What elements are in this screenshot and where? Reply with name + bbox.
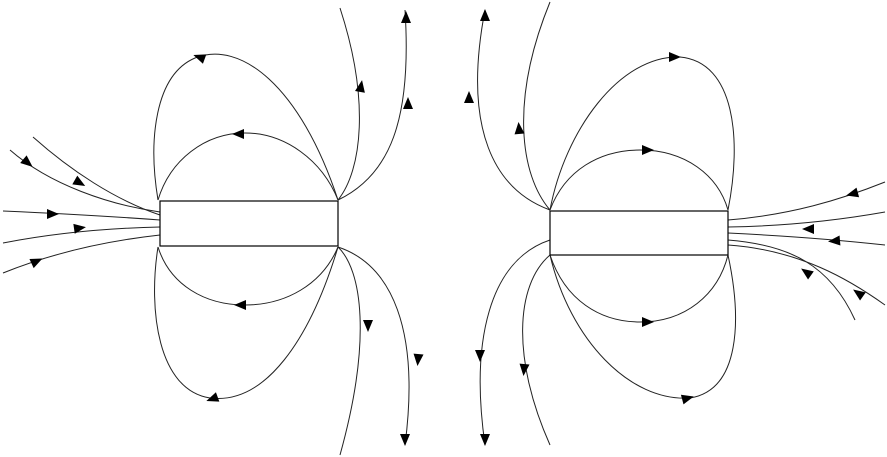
arrowhead-icon xyxy=(232,129,244,139)
left-bar-magnet xyxy=(159,200,339,247)
arrowhead-icon xyxy=(642,145,654,155)
left-up-line-2 xyxy=(337,9,407,201)
arrowhead-icon xyxy=(642,317,654,327)
left-in-line-2 xyxy=(32,136,161,216)
arrowhead-icon xyxy=(72,175,86,186)
right-out-line-2 xyxy=(727,211,886,228)
right-out-line-4 xyxy=(727,239,856,321)
left-outer-bottom-loop xyxy=(154,246,339,399)
arrowhead-icon xyxy=(680,394,694,405)
arrowhead-icon xyxy=(514,122,525,135)
left-outer-top-loop xyxy=(153,53,339,201)
left-inner-top-loop xyxy=(157,132,339,201)
left-down-line-2 xyxy=(337,246,410,446)
left-down-line-1 xyxy=(337,246,361,456)
arrowhead-icon xyxy=(828,235,841,246)
arrowhead-icon xyxy=(234,300,246,310)
arrowhead-icon xyxy=(480,9,490,21)
arrowhead-icon xyxy=(401,11,411,23)
arrowhead-icon xyxy=(20,155,33,167)
arrowhead-icon xyxy=(206,392,220,402)
right-out-line-5 xyxy=(727,244,886,306)
arrowhead-icon xyxy=(403,97,413,109)
right-bar-magnet xyxy=(549,210,729,256)
arrowhead-icon xyxy=(802,224,814,234)
arrowhead-icon xyxy=(519,363,530,376)
left-inner-bottom-loop xyxy=(157,246,339,306)
left-in-line-5 xyxy=(2,234,161,274)
arrowhead-icon xyxy=(464,91,474,103)
right-up-line-2 xyxy=(477,9,551,211)
right-up-line-1 xyxy=(523,1,551,211)
arrowhead-icon xyxy=(29,258,43,269)
left-in-line-3 xyxy=(2,210,161,221)
arrowhead-icon xyxy=(853,289,866,301)
arrowhead-icon xyxy=(73,223,86,234)
right-inner-top-loop xyxy=(549,149,729,211)
arrowhead-icon xyxy=(480,434,490,446)
arrowhead-icon xyxy=(801,268,814,280)
arrowhead-icon xyxy=(193,54,207,64)
right-outer-top-loop xyxy=(549,56,735,211)
right-inner-bottom-loop xyxy=(549,254,729,323)
arrowheads xyxy=(20,9,866,446)
arrowhead-icon xyxy=(413,353,424,366)
right-down-line-1 xyxy=(522,254,551,446)
left-up-line-1 xyxy=(337,7,360,201)
right-down-line-2 xyxy=(479,239,551,446)
arrowhead-icon xyxy=(669,52,681,62)
arrowhead-icon xyxy=(355,80,365,93)
left-in-line-1 xyxy=(9,149,161,213)
arrowhead-icon xyxy=(846,187,860,198)
arrowhead-icon xyxy=(363,320,373,332)
left-in-line-4 xyxy=(2,226,161,244)
right-out-line-1 xyxy=(727,181,886,221)
arrowhead-icon xyxy=(47,209,59,219)
arrowhead-icon xyxy=(400,434,410,446)
right-out-line-3 xyxy=(727,232,886,246)
arrowhead-icon xyxy=(475,350,485,362)
